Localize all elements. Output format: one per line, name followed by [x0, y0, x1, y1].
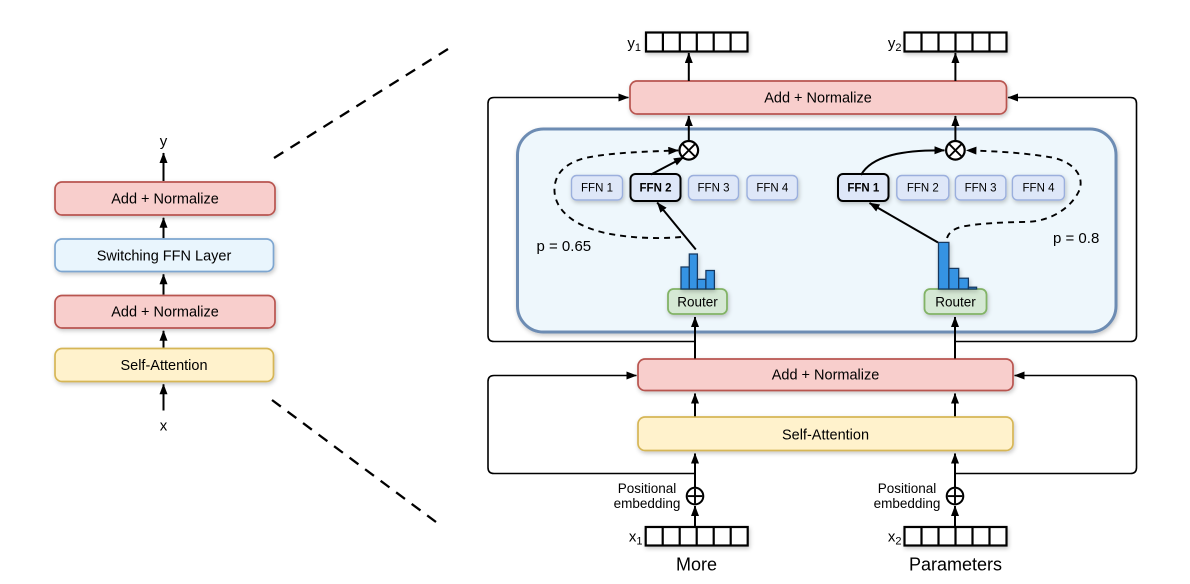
svg-text:embedding: embedding	[874, 496, 941, 511]
svg-text:y: y	[160, 133, 168, 150]
svg-text:Add + Normalize: Add + Normalize	[111, 192, 219, 208]
svg-text:Positional: Positional	[618, 481, 677, 496]
svg-text:y1: y1	[627, 35, 641, 54]
svg-text:FFN 4: FFN 4	[756, 183, 789, 195]
svg-text:Add + Normalize: Add + Normalize	[772, 368, 880, 384]
svg-text:x: x	[160, 418, 168, 435]
svg-text:Router: Router	[935, 295, 976, 310]
svg-text:Parameters: Parameters	[909, 555, 1002, 575]
svg-text:p = 0.65: p = 0.65	[537, 238, 592, 255]
svg-text:FFN 3: FFN 3	[698, 183, 730, 195]
svg-text:FFN 1: FFN 1	[847, 183, 880, 195]
svg-text:embedding: embedding	[614, 496, 681, 511]
svg-text:Self-Attention: Self-Attention	[782, 428, 869, 444]
svg-text:Add + Normalize: Add + Normalize	[764, 91, 872, 107]
svg-text:Self-Attention: Self-Attention	[120, 358, 207, 374]
svg-text:Router: Router	[677, 295, 718, 310]
svg-text:y2: y2	[888, 35, 902, 54]
svg-text:x2: x2	[888, 529, 902, 548]
svg-text:x1: x1	[629, 529, 643, 548]
svg-text:Switching FFN Layer: Switching FFN Layer	[97, 249, 232, 265]
svg-text:More: More	[676, 555, 717, 575]
svg-text:p = 0.8: p = 0.8	[1053, 230, 1099, 247]
svg-text:FFN 2: FFN 2	[907, 183, 939, 195]
svg-text:FFN 4: FFN 4	[1023, 183, 1056, 195]
svg-text:Positional: Positional	[878, 481, 937, 496]
svg-text:FFN 2: FFN 2	[640, 183, 672, 195]
svg-text:FFN 3: FFN 3	[965, 183, 997, 195]
svg-text:FFN 1: FFN 1	[581, 183, 613, 195]
svg-text:Add + Normalize: Add + Normalize	[111, 305, 219, 321]
